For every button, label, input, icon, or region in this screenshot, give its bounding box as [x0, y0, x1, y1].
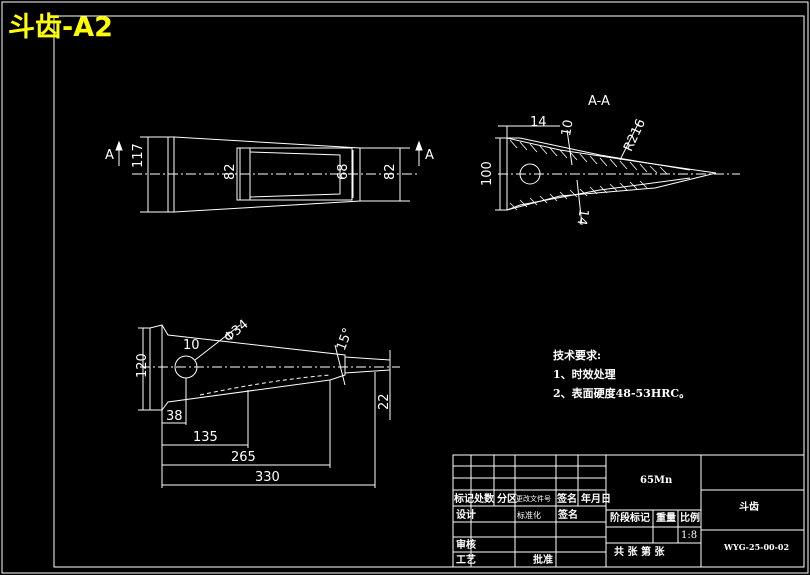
design-label: 设计 — [456, 510, 476, 521]
section-mark-left: A — [105, 148, 114, 163]
dim-22: 22 — [377, 393, 392, 410]
header-zone: 分区 — [497, 494, 517, 505]
dim-10-section: 10 — [559, 118, 577, 138]
tech-requirement-2: 2、表面硬度48-53HRC。 — [553, 387, 691, 400]
section-outline — [506, 137, 717, 211]
section-view-label: A-A — [588, 94, 610, 109]
dim-265: 265 — [231, 450, 256, 465]
dim-82-a: 82 — [223, 163, 238, 180]
view-section — [495, 119, 740, 226]
scale-value: 1:8 — [681, 530, 698, 541]
scale-label: 比例 — [680, 513, 700, 524]
dim-82-b: 82 — [383, 163, 398, 180]
section-mark-right: A — [425, 148, 434, 163]
view-bottom — [138, 324, 400, 488]
drawing-title: 斗齿-A2 — [8, 12, 113, 43]
stage-mark-label: 阶段标记 — [610, 513, 650, 524]
view-left — [115, 136, 423, 213]
process-label: 工艺 — [456, 555, 476, 566]
inner-frame — [53, 15, 805, 568]
dim-14-bottom: 14 — [573, 207, 591, 227]
drawing-number: WYG-25-00-02 — [724, 542, 790, 552]
header-mark: 标记 — [454, 494, 474, 505]
dim-330: 330 — [255, 470, 280, 485]
sign-label: 签名 — [558, 510, 578, 521]
approve-label: 批准 — [533, 555, 553, 566]
dim-100: 100 — [480, 161, 495, 186]
review-label: 审核 — [456, 540, 476, 551]
dim-38: 38 — [166, 409, 183, 424]
tech-requirement-1: 1、时效处理 — [553, 368, 616, 381]
tech-requirements-heading: 技术要求: — [553, 349, 602, 362]
weight-label: 重量 — [656, 513, 676, 524]
dim-135: 135 — [193, 430, 218, 445]
sheets-label: 共 张 第 张 — [614, 547, 665, 558]
dim-14-top: 14 — [530, 115, 547, 130]
dim-117: 117 — [131, 143, 146, 168]
header-date: 年月日 — [581, 494, 611, 505]
header-count: 处数 — [474, 494, 494, 505]
standardization-label: 标准化 — [517, 511, 541, 520]
title-block — [452, 454, 805, 568]
material-label: 65Mn — [640, 475, 673, 486]
dim-120: 120 — [135, 353, 150, 378]
header-change-doc: 更改文件号 — [516, 495, 551, 503]
dim-68: 68 — [336, 163, 351, 180]
part-name: 斗齿 — [739, 502, 759, 513]
header-sign: 签名 — [557, 494, 577, 505]
dim-10-bottom: 10 — [183, 338, 200, 353]
